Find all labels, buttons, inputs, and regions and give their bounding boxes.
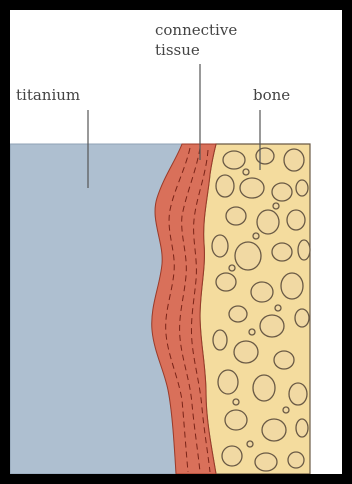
titanium-label: titanium xyxy=(16,87,80,103)
connective-tissue-label-line2: tissue xyxy=(155,42,200,58)
implant-cross-section-diagram xyxy=(10,10,342,474)
bone-label: bone xyxy=(253,87,290,103)
connective-tissue-label-line1: connective xyxy=(155,22,237,38)
